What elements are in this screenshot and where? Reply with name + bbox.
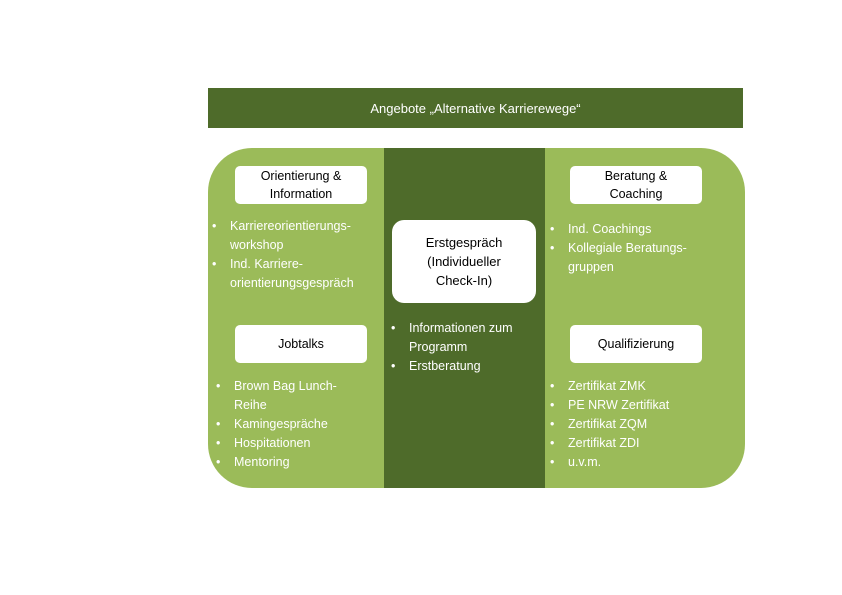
box-label-line: Coaching — [609, 187, 663, 201]
box-label-line: Qualifizierung — [597, 337, 675, 351]
list-item-line: Kamingespräche — [234, 417, 328, 431]
list-beratung: Ind. CoachingsKollegiale Beratungs-grupp… — [550, 220, 687, 277]
list-item-line: Brown Bag Lunch- — [234, 379, 337, 393]
list-jobtalks: Brown Bag Lunch- ReiheKamingesprächeHospi… — [216, 377, 337, 472]
list-item-line: PE NRW Zertifikat — [568, 398, 670, 412]
box-label-line: (Individueller — [427, 254, 501, 269]
list-item-line: gruppen — [568, 260, 614, 274]
list-item-line: Reihe — [234, 398, 267, 412]
box-orientierung: Orientierung & Information — [235, 166, 367, 204]
list-item-line: Mentoring — [234, 455, 290, 469]
list-item: Zertifikat ZDI — [550, 434, 669, 453]
list-item: Erstberatung — [391, 357, 513, 376]
list-item: Ind. Karriere-orientierungsgespräch — [212, 255, 354, 293]
list-orientierung: Karriereorientierungs-workshopInd. Karri… — [212, 217, 354, 293]
list-item: Kamingespräche — [216, 415, 337, 434]
list-qualifizierung: Zertifikat ZMK PE NRW ZertifikatZertifika… — [550, 377, 669, 472]
diagram-title: Angebote „Alternative Karrierewege“ — [208, 88, 743, 128]
list-item-line: Hospitationen — [234, 436, 311, 450]
box-label-line: Jobtalks — [278, 337, 324, 351]
list-item-line: u.v.m. — [568, 455, 602, 469]
box-label-line: Check-In) — [435, 273, 493, 288]
center-column — [384, 148, 545, 488]
list-item-line: Kollegiale Beratungs- — [568, 241, 687, 255]
box-label-line: Orientierung & — [260, 169, 342, 183]
list-item: Brown Bag Lunch- Reihe — [216, 377, 337, 415]
box-label-line: Erstgespräch — [425, 235, 503, 250]
list-item-line: Zertifikat ZDI — [568, 436, 640, 450]
list-erstgespraech: Informationen zumProgrammErstberatung — [391, 319, 513, 376]
list-item-line: Karriereorientierungs- — [230, 219, 351, 233]
diagram-title-text: Angebote „Alternative Karrierewege“ — [370, 100, 581, 116]
list-item: Karriereorientierungs-workshop — [212, 217, 354, 255]
list-item-line: Erstberatung — [409, 359, 481, 373]
list-item-line: Ind. Coachings — [568, 222, 652, 236]
list-item: Ind. Coachings — [550, 220, 687, 239]
list-item-line: workshop — [230, 238, 284, 252]
list-item-line: orientierungsgespräch — [230, 276, 354, 290]
box-label-line: Information — [269, 187, 333, 201]
box-jobtalks: Jobtalks — [235, 325, 367, 363]
list-item: PE NRW Zertifikat — [550, 396, 669, 415]
list-item: Mentoring — [216, 453, 337, 472]
list-item-line: Informationen zum — [409, 321, 513, 335]
list-item: Zertifikat ZQM — [550, 415, 669, 434]
list-item-line: Ind. Karriere- — [230, 257, 303, 271]
list-item-line: Zertifikat ZMK — [568, 379, 646, 393]
list-item-line: Programm — [409, 340, 468, 354]
box-label-line: Beratung & — [604, 169, 668, 183]
list-item-line: Zertifikat ZQM — [568, 417, 648, 431]
offers-panel: Orientierung & Information Karriereorient… — [208, 148, 745, 488]
box-qualifizierung: Qualifizierung — [570, 325, 702, 363]
list-item: u.v.m. — [550, 453, 669, 472]
list-item: Hospitationen — [216, 434, 337, 453]
list-item: Zertifikat ZMK — [550, 377, 669, 396]
list-item: Kollegiale Beratungs-gruppen — [550, 239, 687, 277]
box-beratung: Beratung & Coaching — [570, 166, 702, 204]
